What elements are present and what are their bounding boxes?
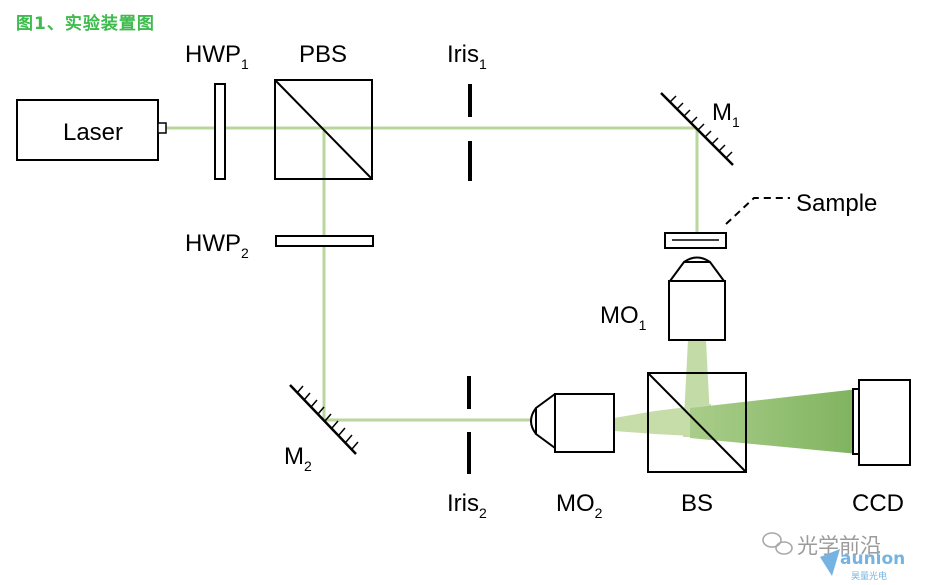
mo1-tip [669,261,725,282]
bs: BS [647,372,747,517]
m2: M2 [284,384,359,474]
wechat-icon [762,532,793,555]
laser-label: Laser [63,119,123,146]
watermark-logo-text: aunion [840,549,905,569]
sample-label: Sample [796,190,877,217]
m1-label: M1 [712,99,740,130]
bs-diagonal [647,372,747,473]
mo1-lens-cap [683,256,711,263]
m2-mirror [289,384,357,455]
mo2-lens-cap [530,407,537,435]
hwp1: HWP1 [185,41,249,180]
m1-mirror [660,92,734,166]
ccd-body [858,379,911,466]
watermark-brand: 光学前沿 [797,534,881,558]
sample-leader-line [725,197,790,225]
mo2-tip [535,393,556,449]
bs-cube [647,372,747,473]
beam-bs-to-ccd [690,389,858,454]
ccd-label: CCD [852,490,904,517]
m1: M1 [660,92,740,166]
m2-hatching [296,385,359,450]
hwp1-plate [214,83,226,180]
ccd: CCD [852,379,911,517]
m2-label: M2 [284,443,312,474]
pbs-label: PBS [299,41,347,68]
aunion-logo-icon [820,549,840,576]
mo2-label: MO2 [556,490,603,521]
laser-aperture [157,122,167,134]
iris1-label: Iris1 [447,41,487,72]
iris2-label: Iris2 [447,490,487,521]
beam-paths [166,126,699,422]
hwp2-label: HWP2 [185,230,249,261]
hwp2: HWP2 [185,230,374,261]
pbs: PBS [274,41,373,180]
watermark: 光学前沿 aunion 昊量光电 [762,532,905,582]
sample: Sample [664,190,877,249]
mo1-label: MO1 [600,302,647,333]
mo1-body [668,280,726,341]
m1-hatching [669,95,733,159]
laser: Laser [16,99,167,161]
hwp2-plate [275,235,374,247]
hwp1-label: HWP1 [185,41,249,72]
watermark-logo-sub: 昊量光电 [851,570,887,582]
figure-title: 图1、实验装置图 [16,14,155,34]
pbs-diagonal [274,79,373,180]
bs-label: BS [681,490,713,517]
mo2: MO2 [530,393,615,521]
mo2-body [554,393,615,453]
mo1: MO1 [600,256,726,341]
pbs-cube [274,79,373,180]
